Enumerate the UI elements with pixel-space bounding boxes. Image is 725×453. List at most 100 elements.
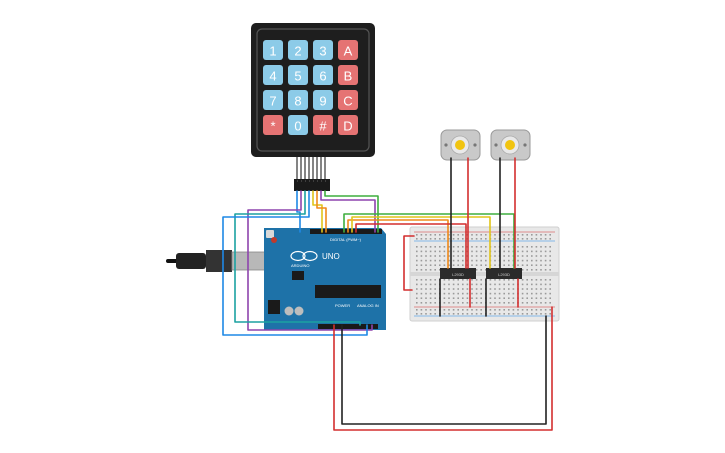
breadboard-hole (434, 288, 436, 290)
breadboard-hole (448, 292, 450, 295)
keypad-key[interactable]: 6 (313, 65, 333, 85)
breadboard-hole (452, 292, 455, 295)
breadboard-hole (480, 313, 482, 315)
breadboard-hole (549, 246, 551, 248)
breadboard-hole (443, 234, 446, 236)
breadboard[interactable] (409, 226, 560, 322)
breadboard-hole (521, 250, 524, 253)
breadboard-hole (475, 283, 478, 286)
breadboard-hole (503, 309, 505, 311)
breadboard-hole (526, 238, 528, 240)
wires[interactable] (222, 157, 553, 431)
keypad-key-face (263, 40, 283, 60)
arduino-uno[interactable]: DIGITAL (PWM~) UNO ARDUINO POWER ANALOG … (264, 228, 386, 330)
keypad-key[interactable]: 9 (313, 90, 333, 110)
keypad-key-label: 6 (319, 69, 326, 84)
keypad-key[interactable]: * (263, 115, 283, 135)
breadboard-hole (480, 238, 482, 240)
breadboard-hole (494, 309, 496, 311)
breadboard-hole (416, 269, 418, 271)
breadboard-hole (416, 264, 418, 266)
breadboard-hole (535, 313, 538, 315)
breadboard-hole (416, 309, 418, 311)
keypad-key[interactable]: 2 (288, 40, 308, 60)
dc-motor-2[interactable] (490, 129, 531, 161)
breadboard-hole (429, 292, 432, 295)
breadboard-hole (489, 309, 492, 311)
breadboard-hole (475, 313, 478, 315)
breadboard-hole (457, 313, 459, 315)
breadboard-hole (526, 234, 528, 236)
keypad-key[interactable]: 3 (313, 40, 333, 60)
breadboard-hole (544, 259, 547, 262)
breadboard-hole (462, 234, 464, 236)
breadboard-hole (480, 283, 482, 286)
breadboard-hole (443, 264, 446, 266)
breadboard-hole (452, 279, 455, 281)
keypad-key[interactable]: B (338, 65, 358, 85)
driver-2-label: L293D (498, 272, 510, 277)
breadboard-hole (471, 264, 473, 266)
keypad-key[interactable]: 7 (263, 90, 283, 110)
breadboard-hole (475, 302, 478, 304)
breadboard-hole (420, 288, 423, 290)
dc-motor-1[interactable] (440, 129, 481, 161)
power-analog-header (318, 324, 378, 329)
wire-rail-red (403, 235, 415, 291)
keypad-key-face (313, 65, 333, 85)
breadboard-hole (434, 297, 436, 299)
breadboard-hole (517, 313, 519, 315)
breadboard-hole (549, 269, 551, 271)
breadboard-hole (540, 246, 542, 248)
breadboard-hole (480, 269, 482, 271)
keypad-key-face (288, 65, 308, 85)
breadboard-hole (544, 288, 547, 290)
keypad-key[interactable]: 0 (288, 115, 308, 135)
wire-keypad-purple2 (320, 190, 376, 233)
breadboard-hole (494, 250, 496, 253)
breadboard-hole (420, 313, 423, 315)
breadboard-hole (540, 313, 542, 315)
keypad-key[interactable]: A (338, 40, 358, 60)
breadboard-hole (475, 250, 478, 253)
breadboard-hole (452, 250, 455, 253)
keypad-key[interactable]: 8 (288, 90, 308, 110)
keypad-key[interactable]: D (338, 115, 358, 135)
keypad-key-label: 7 (269, 94, 276, 109)
breadboard-hole (429, 246, 432, 248)
breadboard-hole (517, 250, 519, 253)
breadboard-hole (429, 309, 432, 311)
power-jack[interactable] (268, 300, 280, 314)
breadboard-hole (448, 238, 450, 240)
keypad-key[interactable]: 5 (288, 65, 308, 85)
breadboard-hole (531, 246, 533, 248)
keypad-key[interactable]: # (313, 115, 333, 135)
breadboard-hole (549, 279, 551, 281)
keypad-key[interactable]: 4 (263, 65, 283, 85)
breadboard-hole (540, 288, 542, 290)
breadboard-hole (425, 288, 427, 290)
breadboard-hole (448, 279, 450, 281)
motor-driver-2[interactable]: L293D (486, 268, 522, 279)
breadboard-hole (503, 302, 505, 304)
breadboard-hole (443, 259, 446, 262)
breadboard-hole (485, 250, 487, 253)
breadboard-hole (531, 313, 533, 315)
breadboard-hole (512, 292, 515, 295)
breadboard-hole (540, 269, 542, 271)
reset-button[interactable] (271, 237, 277, 243)
breadboard-hole (531, 234, 533, 236)
breadboard-hole (475, 309, 478, 311)
breadboard-hole (471, 255, 473, 257)
breadboard-hole (434, 269, 436, 271)
usb-cable[interactable] (166, 250, 273, 272)
keypad-key[interactable]: 1 (263, 40, 283, 60)
keypad-key[interactable]: C (338, 90, 358, 110)
breadboard-hole (462, 279, 464, 281)
breadboard-hole (416, 234, 418, 236)
motor-driver-1[interactable]: L293D (440, 268, 476, 279)
breadboard-hole (425, 302, 427, 304)
breadboard-hole (498, 297, 501, 299)
